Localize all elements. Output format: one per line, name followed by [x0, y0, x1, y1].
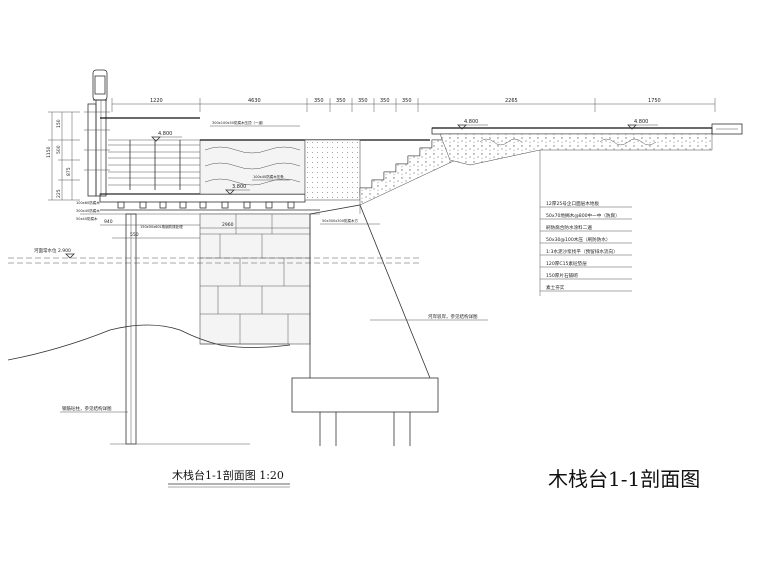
dim-label-2265: 2265 [505, 98, 518, 104]
layer-note-4: 50x30@100木压（刷防防水） [546, 236, 611, 243]
callout-top-note: 300x100x50防腐木压顶（一道） [212, 120, 265, 125]
level-mark-3: 4.800 [634, 119, 648, 125]
dim-label-350-e: 350 [402, 98, 412, 104]
layer-notes: 12厚25号企口面层木地板 50x70地搁木@800中一中（防腐） 刷防腐合防水… [539, 150, 632, 296]
dim-label-350-b: 350 [336, 98, 346, 104]
dim-left-875: 875 [66, 167, 72, 176]
steps-and-paving [200, 123, 743, 206]
layer-note-7: 150厚片石铺砌 [546, 272, 578, 279]
water-level: 河面常水位 2.900 [8, 247, 420, 264]
title-left: 木栈台1-1剖面图 1:20 [172, 468, 284, 482]
dim-left-150: 150 [56, 119, 62, 128]
dim-label-1220: 1220 [150, 98, 163, 104]
callouts: 300x100x50防腐木压顶（一道） 100x40防腐木压条 50x300x3… [60, 120, 488, 445]
railing-post [84, 69, 110, 197]
deck-structure [80, 117, 320, 215]
top-dimension-chain: 1220 4630 350 350 350 350 350 2265 1750 [111, 98, 716, 112]
layer-note-8: 素土夯实 [546, 284, 565, 291]
dim-label-350-c: 350 [358, 98, 368, 104]
layer-note-2: 50x70地搁木@800中一中（防腐） [546, 212, 620, 219]
water-level-value: 2.900 [58, 248, 71, 254]
layer-note-1: 12厚25号企口面层木地板 [546, 200, 599, 207]
level-markers: 4.800 4.800 4.800 3.800 [151, 119, 658, 195]
callout-left-note-2: 300x40防腐木 [76, 208, 100, 213]
dim-550: 550 [130, 232, 139, 238]
dim-label-350-d: 350 [380, 98, 390, 104]
drawing-titles: 木栈台1-1剖面图 1:20 木栈台1-1剖面图 [168, 467, 700, 491]
layer-note-5: 1:3水泥沙浆找平（预留排水流向） [546, 248, 618, 255]
dim-940: 940 [104, 219, 113, 225]
dim-label-4630: 4630 [248, 98, 261, 104]
level-mark-1: 4.800 [158, 131, 172, 137]
callout-right-note: 50x300x300防腐木方 [322, 218, 358, 223]
dim-label-1750: 1750 [648, 98, 661, 104]
title-right: 木栈台1-1剖面图 [548, 467, 700, 491]
layer-note-3: 刷防腐合防水涂料二遍 [546, 224, 592, 231]
water-level-label: 河面常水位 [34, 247, 57, 254]
steel-concrete-pile [125, 213, 137, 445]
callout-steel-pile: 钢筋砼柱，参见结构详图 [62, 405, 112, 412]
dim-label-350-a: 350 [314, 98, 324, 104]
callout-bottom-note: 150x50x60L角钢防锈处理 [140, 224, 183, 229]
layer-note-6: 120厚C15素砼垫层 [546, 260, 587, 267]
dim-left-225: 225 [56, 189, 62, 198]
left-dimension-chain: 1150 150 500 875 225 [46, 111, 80, 201]
callout-left-note-3: 50x40防腐木 [76, 216, 98, 221]
revetment-body [291, 204, 439, 446]
upper-stone-wall [199, 139, 306, 195]
dim-left-1150: 1150 [46, 146, 52, 158]
lower-stone-wall [199, 213, 311, 345]
callout-left-note-1: 100x60防腐木 [76, 200, 100, 205]
under-deck-dimensions: 940 550 2960 [100, 219, 310, 239]
level-mark-2: 4.800 [464, 119, 478, 125]
dim-2960: 2960 [222, 222, 234, 228]
dim-left-500: 500 [56, 145, 62, 154]
riverbed [7, 324, 291, 361]
callout-mid-note: 100x40防腐木压条 [253, 174, 284, 179]
callout-revetment: 河岸驳岸，参见结构详图 [428, 313, 478, 320]
level-mark-4: 3.800 [232, 184, 246, 190]
